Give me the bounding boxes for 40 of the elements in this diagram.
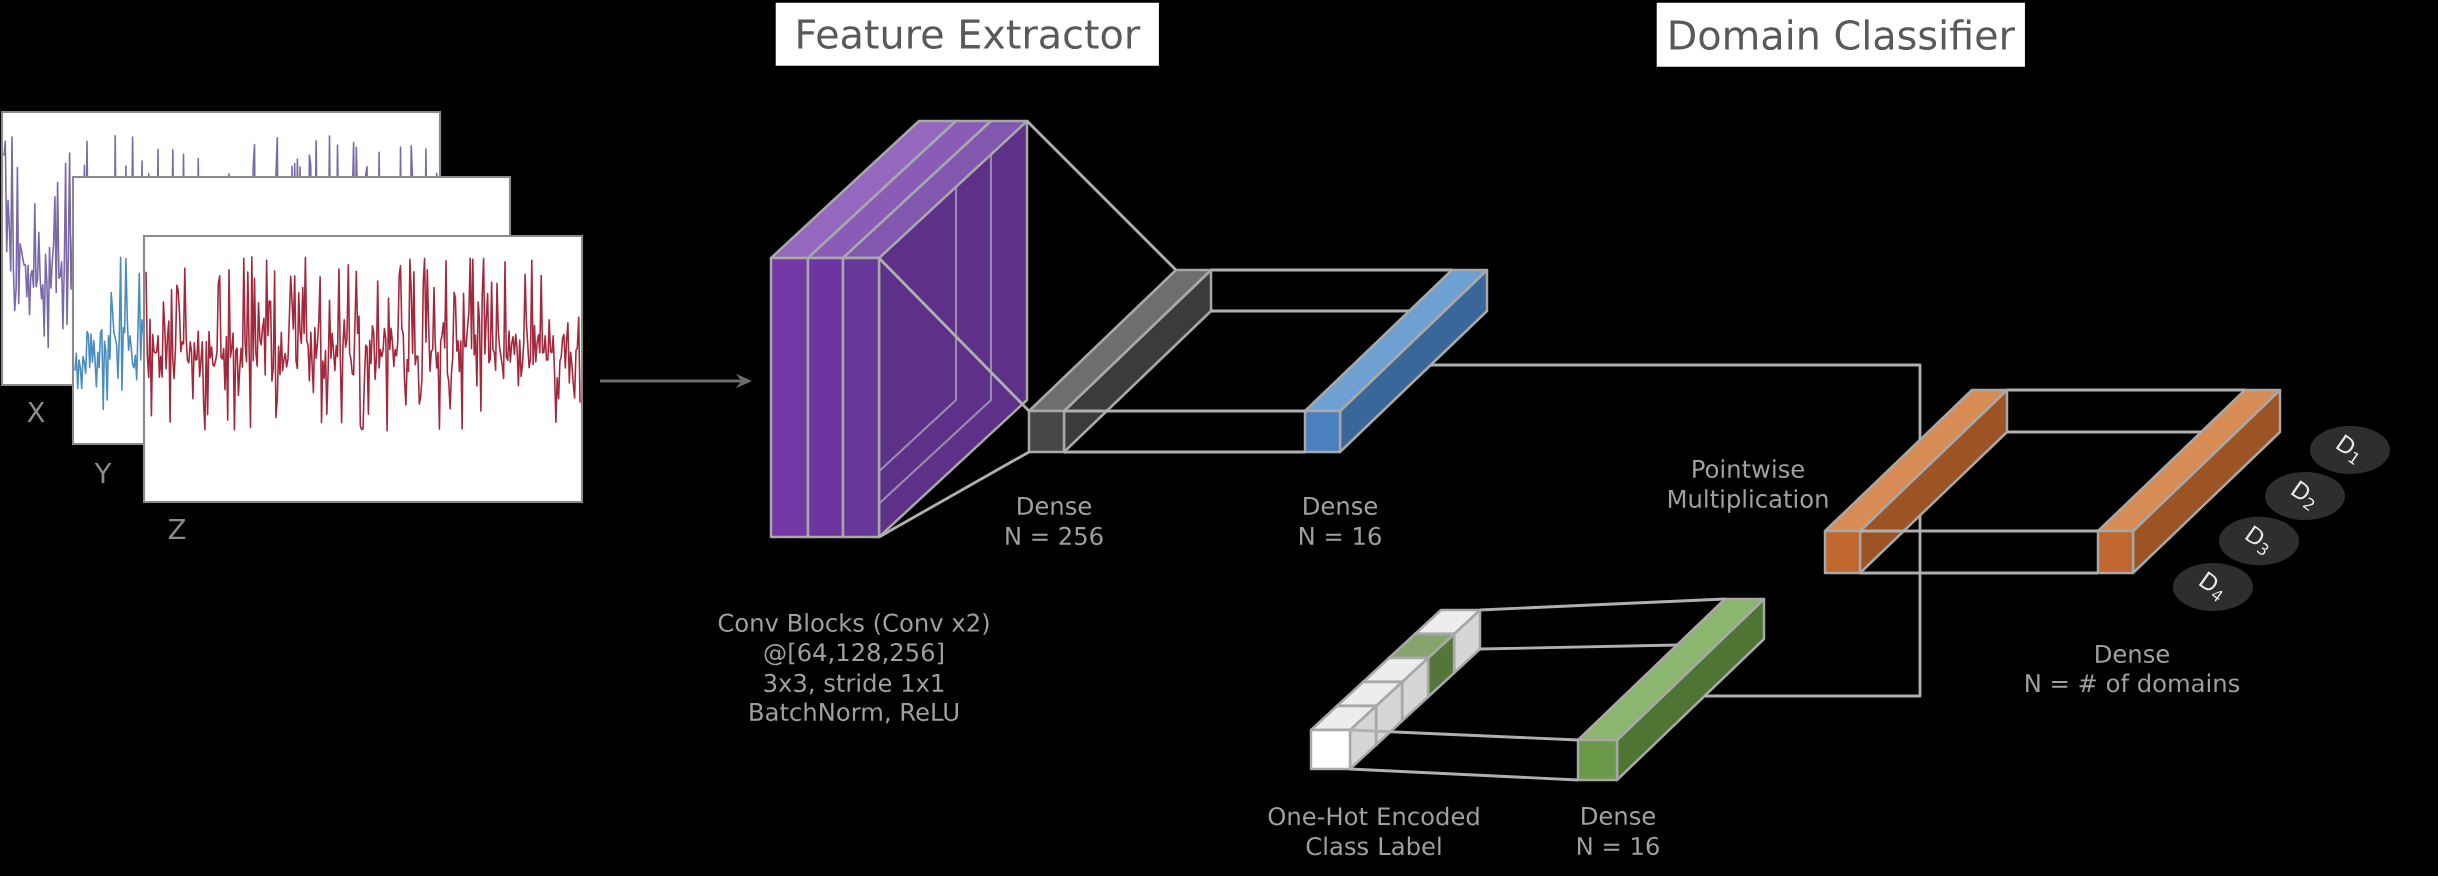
projection-line <box>1349 728 1579 742</box>
plot-label: Z <box>168 519 186 539</box>
projection-line <box>1860 529 2098 533</box>
connector-line <box>1705 515 1922 698</box>
layer-caption: One-Hot Encoded Class Label <box>1268 806 1479 856</box>
layer-caption: BatchNorm, ReLU <box>750 702 958 724</box>
projection-line <box>878 450 1030 539</box>
layer-caption: Conv Blocks (Conv x2) <box>718 613 989 635</box>
projection-line <box>1480 643 1678 651</box>
projection-line <box>1211 309 1409 313</box>
projection-line <box>1064 450 1305 454</box>
layer-caption: Dense <box>2096 644 2169 663</box>
layer-caption: N = 16 <box>1578 836 1659 856</box>
title-box: Domain Classifier <box>1656 2 2025 67</box>
layer-caption: N = 16 <box>1300 526 1381 546</box>
projection-line <box>1479 597 1726 612</box>
dense-layer-bar <box>1027 268 1213 454</box>
layer-caption: Pointwise Multiplication <box>1668 459 1828 513</box>
one-hot-cubes <box>1309 608 1482 771</box>
projection-line <box>2007 388 2245 392</box>
plot-label: Y <box>94 463 112 483</box>
layer-caption: 3x3, stride 1x1 <box>764 673 944 695</box>
projection-line <box>1860 571 2098 575</box>
layer-caption: N = 256 <box>1006 526 1103 546</box>
dense-layer-bar <box>1303 268 1489 454</box>
layer-caption: @[64,128,256] <box>764 642 943 666</box>
projection-line <box>1064 409 1305 413</box>
projection-line <box>1211 268 1452 272</box>
layer-caption: Dense <box>1018 496 1091 515</box>
layer-caption: Dense <box>1582 806 1655 825</box>
signal-plot <box>142 234 584 504</box>
layer-caption: Dense <box>1304 496 1377 515</box>
connector-line <box>1431 363 1922 440</box>
plot-label: X <box>27 402 45 422</box>
layer-caption: N = # of domains <box>2026 673 2240 693</box>
projection-line <box>1026 120 1177 271</box>
title-box: Feature Extractor <box>775 2 1159 66</box>
projection-line <box>2007 430 2201 434</box>
dense-layer-bar <box>1576 597 1766 782</box>
projection-line <box>1349 767 1579 782</box>
